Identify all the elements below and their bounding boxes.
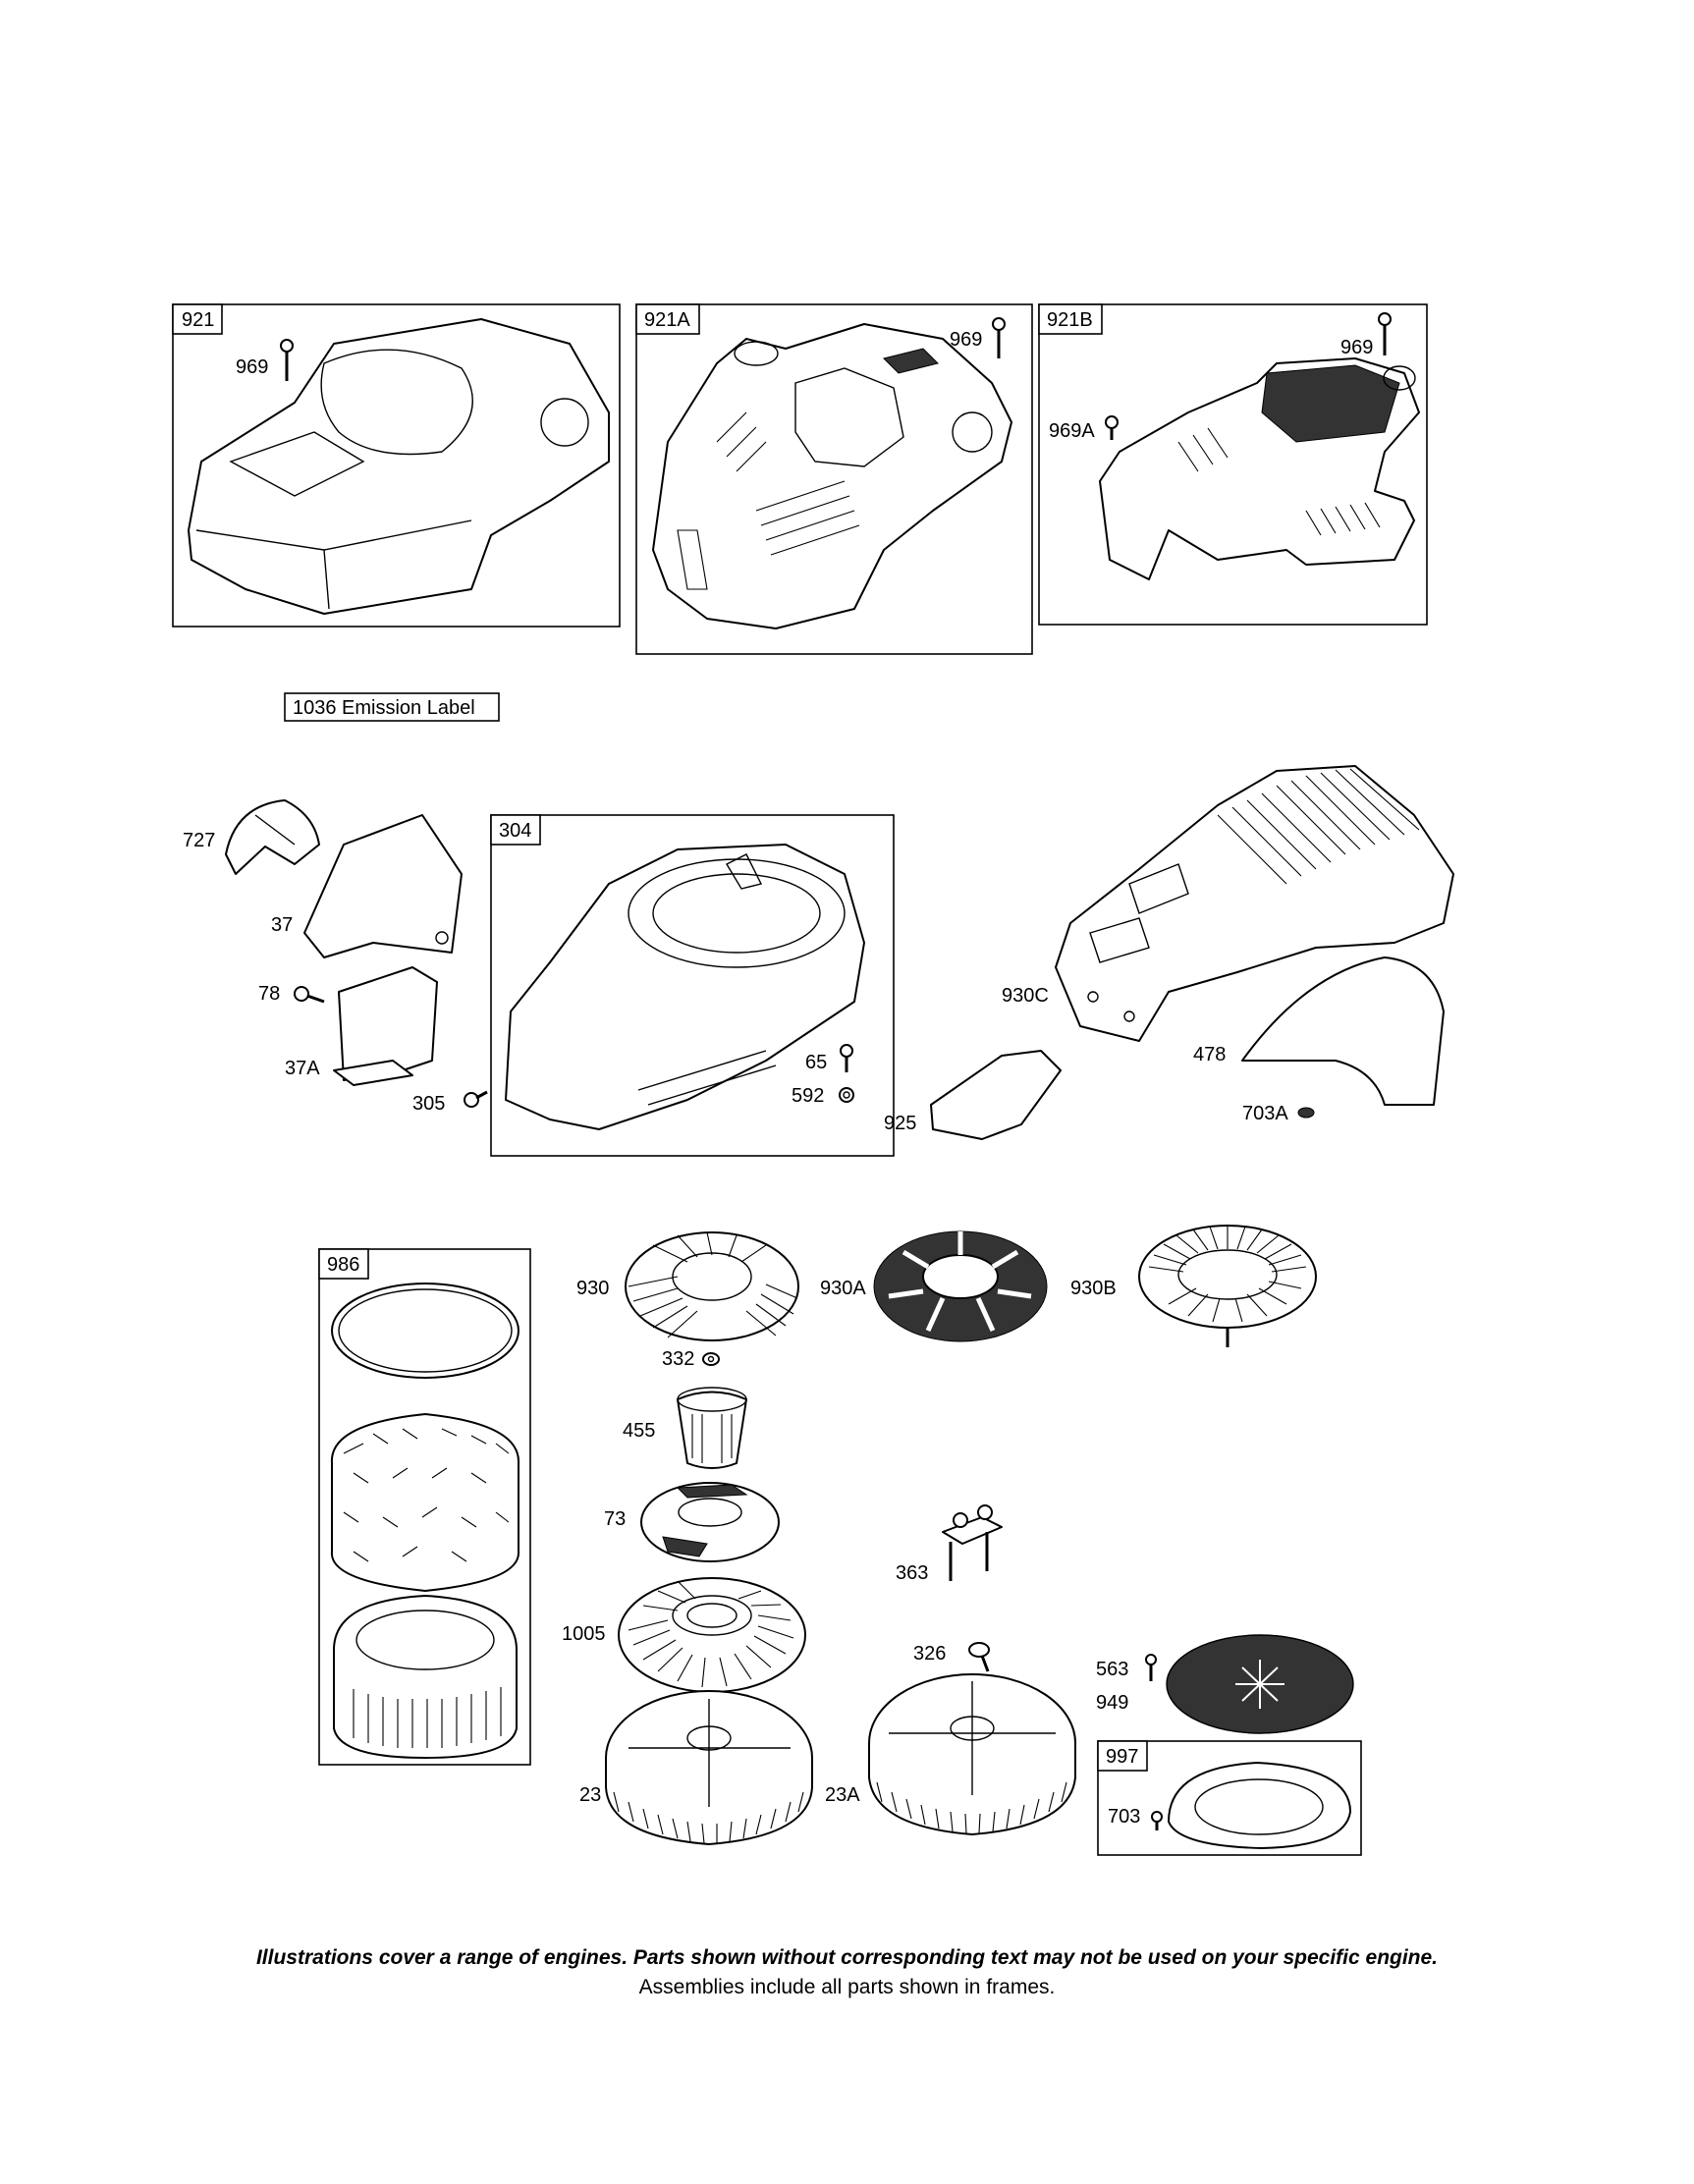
bolt-icon bbox=[1145, 1654, 1157, 1681]
frame-tag-921B: 921B bbox=[1047, 309, 1093, 331]
label-1005: 1005 bbox=[562, 1623, 606, 1645]
flywheel-23 bbox=[605, 1690, 813, 1845]
bracket-37A bbox=[333, 966, 438, 1086]
bolt-icon bbox=[1105, 415, 1119, 440]
label-478: 478 bbox=[1193, 1044, 1226, 1065]
label-969A: 969A bbox=[1049, 420, 1095, 442]
rotating-screen-930A bbox=[873, 1230, 1048, 1342]
screw-icon bbox=[968, 1642, 990, 1672]
bracket-363 bbox=[942, 1504, 1003, 1581]
frame-tag-304: 304 bbox=[499, 820, 531, 842]
frame-921A: 921A 969 bbox=[635, 303, 1033, 655]
frame-tag-921A: 921A bbox=[644, 309, 690, 331]
label-930B: 930B bbox=[1070, 1278, 1117, 1299]
label-563: 563 bbox=[1096, 1659, 1128, 1680]
label-925: 925 bbox=[884, 1113, 916, 1134]
label-65: 65 bbox=[805, 1052, 827, 1073]
deflector-727 bbox=[225, 799, 320, 875]
blower-housing-921B bbox=[1099, 357, 1420, 580]
screen-949 bbox=[1166, 1634, 1354, 1734]
rotating-screen-930B bbox=[1138, 1225, 1317, 1347]
label-37: 37 bbox=[271, 914, 293, 936]
blower-housing-921A bbox=[652, 323, 1012, 629]
frame-921: 921 969 bbox=[172, 303, 621, 628]
rivet-icon bbox=[1297, 1107, 1315, 1119]
blower-housing-921 bbox=[188, 318, 610, 615]
rotating-screen-930 bbox=[625, 1231, 799, 1341]
frame-921B: 921B 969 969A bbox=[1038, 303, 1428, 626]
frame-986: 986 bbox=[318, 1248, 531, 1766]
label-969: 969 bbox=[236, 356, 268, 378]
frame-tag-921: 921 bbox=[182, 309, 214, 331]
label-930: 930 bbox=[576, 1278, 609, 1299]
label-23A: 23A bbox=[825, 1784, 860, 1806]
range-disclaimer: Illustrations cover a range of engines. … bbox=[255, 1946, 1439, 1969]
bolt-icon bbox=[1378, 312, 1392, 355]
fan-1005 bbox=[618, 1577, 806, 1693]
frame-304: 304 65 592 bbox=[490, 814, 895, 1157]
label-363: 363 bbox=[896, 1562, 928, 1584]
label-930A: 930A bbox=[820, 1278, 866, 1299]
label-969: 969 bbox=[1340, 337, 1373, 358]
label-949: 949 bbox=[1096, 1692, 1128, 1714]
assemblies-note: Assemblies include all parts shown in fr… bbox=[638, 1976, 1056, 1998]
ring-plate-997 bbox=[1168, 1762, 1351, 1849]
label-37A: 37A bbox=[285, 1058, 320, 1079]
label-332: 332 bbox=[662, 1348, 694, 1370]
frame-997: 997 703 bbox=[1097, 1740, 1362, 1856]
label-592: 592 bbox=[792, 1085, 824, 1107]
frame-tag-986: 986 bbox=[327, 1254, 359, 1276]
screw-icon bbox=[464, 1090, 488, 1108]
o-ring-icon bbox=[331, 1283, 519, 1379]
label-969: 969 bbox=[950, 329, 982, 351]
frame-tag-997: 997 bbox=[1106, 1746, 1138, 1768]
screw-icon bbox=[294, 986, 325, 1004]
label-703A: 703A bbox=[1242, 1103, 1288, 1124]
cover-478 bbox=[1241, 956, 1445, 1106]
screen-73 bbox=[640, 1482, 780, 1562]
bolt-icon bbox=[280, 339, 294, 381]
label-930C: 930C bbox=[1002, 985, 1049, 1007]
label-727: 727 bbox=[183, 830, 215, 851]
label-78: 78 bbox=[258, 983, 280, 1005]
label-326: 326 bbox=[913, 1643, 946, 1665]
emission-label-box: 1036 Emission Label bbox=[284, 692, 500, 722]
bolt-icon bbox=[992, 317, 1006, 358]
nut-icon bbox=[702, 1352, 720, 1366]
screw-icon bbox=[1151, 1811, 1163, 1830]
filter-cage-986 bbox=[333, 1595, 518, 1759]
label-23: 23 bbox=[579, 1784, 601, 1806]
air-guide-37 bbox=[303, 814, 463, 958]
nut-icon bbox=[839, 1087, 854, 1103]
handle-925 bbox=[930, 1050, 1062, 1140]
label-455: 455 bbox=[623, 1420, 655, 1442]
blower-housing-304 bbox=[505, 844, 865, 1130]
bolt-icon bbox=[840, 1044, 853, 1072]
shroud-930C bbox=[1055, 765, 1454, 1042]
flywheel-23A bbox=[868, 1673, 1076, 1835]
emission-label-text: 1036 Emission Label bbox=[293, 697, 475, 719]
cup-455 bbox=[677, 1387, 747, 1469]
air-filter-986 bbox=[330, 1413, 520, 1592]
label-305: 305 bbox=[412, 1093, 445, 1115]
label-703: 703 bbox=[1108, 1806, 1140, 1828]
label-73: 73 bbox=[604, 1508, 626, 1530]
